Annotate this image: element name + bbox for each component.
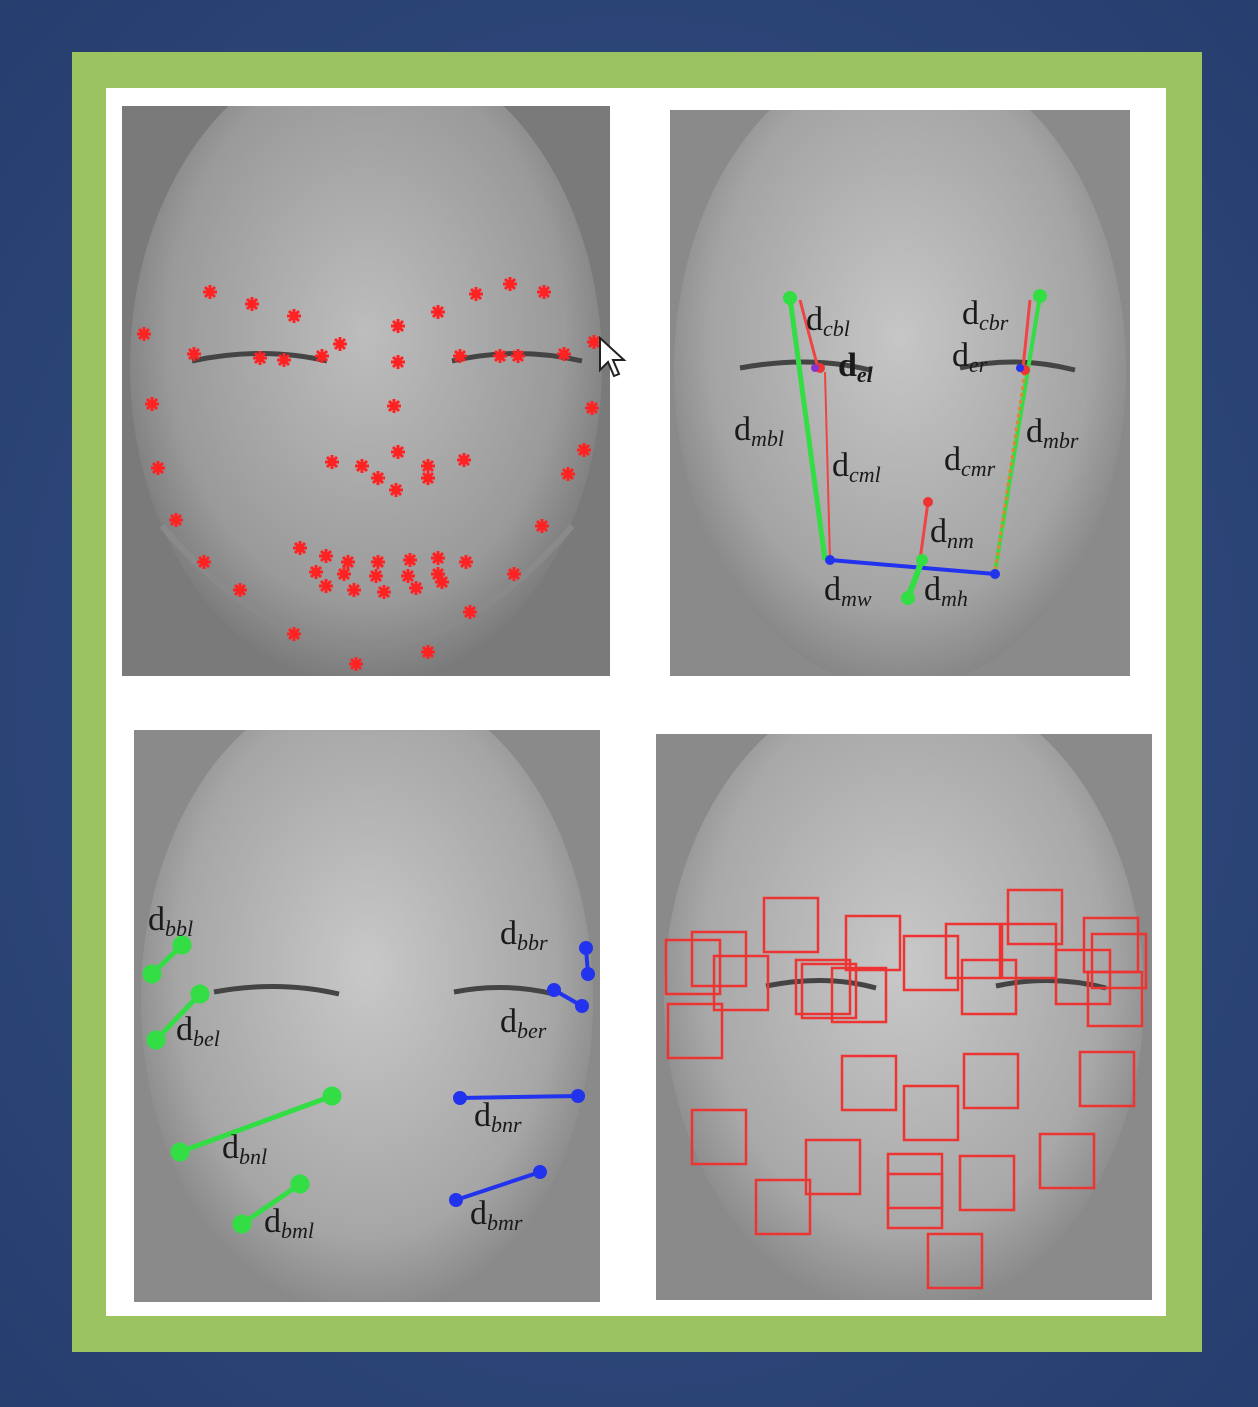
landmark-point <box>277 353 291 367</box>
point <box>149 1033 163 1047</box>
landmark-point <box>145 397 159 411</box>
landmark-point <box>371 555 385 569</box>
landmark-point <box>421 645 435 659</box>
distances-panel: dcbl dcbr del der dmbl dmbr dcml dcmr dn… <box>670 110 1130 676</box>
landmark-point <box>197 555 211 569</box>
point <box>923 497 933 507</box>
point <box>235 1217 249 1231</box>
point <box>193 987 207 1001</box>
landmark-point <box>377 585 391 599</box>
point <box>577 1001 587 1011</box>
landmark-point <box>391 445 405 459</box>
landmark-point <box>557 347 571 361</box>
landmark-point <box>409 581 423 595</box>
landmark-point <box>435 575 449 589</box>
landmark-point <box>469 287 483 301</box>
landmark-point <box>349 657 363 671</box>
patches-panel <box>656 734 1152 1300</box>
landmark-point <box>355 459 369 473</box>
landmark-point <box>403 553 417 567</box>
landmark-point <box>287 309 301 323</box>
point <box>583 969 593 979</box>
face-image <box>674 110 1126 676</box>
point <box>573 1091 583 1101</box>
landmark-point <box>371 471 385 485</box>
point <box>173 1145 187 1159</box>
landmark-point <box>431 305 445 319</box>
point <box>535 1167 545 1177</box>
landmark-point <box>347 583 361 597</box>
landmark-point <box>309 565 323 579</box>
landmark-point <box>535 519 549 533</box>
landmark-point <box>463 605 477 619</box>
landmark-point <box>319 549 333 563</box>
landmark-point <box>401 569 415 583</box>
landmarks-panel <box>122 106 610 676</box>
landmark-point <box>287 627 301 641</box>
landmark-point <box>245 297 259 311</box>
landmark-point <box>503 277 517 291</box>
landmark-point <box>493 349 507 363</box>
landmark-point <box>577 443 591 457</box>
point <box>811 364 819 372</box>
point <box>783 291 797 305</box>
landmark-point <box>315 349 329 363</box>
landmark-point <box>507 567 521 581</box>
landmark-point <box>421 459 435 473</box>
landmark-point <box>457 453 471 467</box>
point <box>145 967 159 981</box>
landmark-point <box>333 337 347 351</box>
point <box>990 569 1000 579</box>
point <box>325 1089 339 1103</box>
point <box>293 1177 307 1191</box>
point <box>455 1093 465 1103</box>
landmark-point <box>253 351 267 365</box>
point <box>549 985 559 995</box>
landmark-point <box>389 483 403 497</box>
landmark-point <box>453 349 467 363</box>
point <box>1016 364 1024 372</box>
landmark-point <box>319 579 333 593</box>
face-image <box>141 730 593 1302</box>
landmark-point <box>391 355 405 369</box>
landmark-point <box>537 285 551 299</box>
landmark-point <box>561 467 575 481</box>
point <box>451 1195 461 1205</box>
landmark-point <box>511 349 525 363</box>
landmark-point <box>325 455 339 469</box>
landmark-point <box>203 285 217 299</box>
landmark-point <box>151 461 165 475</box>
landmark-point <box>137 327 151 341</box>
bulge-panel: dbbl dbel dbnl dbml dbbr dber dbnr dbmr <box>134 730 600 1302</box>
landmark-point <box>369 569 383 583</box>
point <box>581 943 591 953</box>
face-image <box>664 734 1144 1300</box>
face-image <box>130 106 602 676</box>
landmark-point <box>431 551 445 565</box>
landmark-point <box>337 567 351 581</box>
mouse-cursor-icon <box>598 336 628 385</box>
landmark-point <box>293 541 307 555</box>
point <box>901 591 915 605</box>
point <box>1033 289 1047 303</box>
landmark-point <box>421 471 435 485</box>
landmark-point <box>585 401 599 415</box>
landmark-point <box>233 583 247 597</box>
landmark-point <box>391 319 405 333</box>
landmark-point <box>387 399 401 413</box>
landmark-point <box>459 555 473 569</box>
landmark-point <box>169 513 183 527</box>
point <box>916 554 928 566</box>
landmark-point <box>341 555 355 569</box>
landmark-point <box>187 347 201 361</box>
point <box>825 555 835 565</box>
